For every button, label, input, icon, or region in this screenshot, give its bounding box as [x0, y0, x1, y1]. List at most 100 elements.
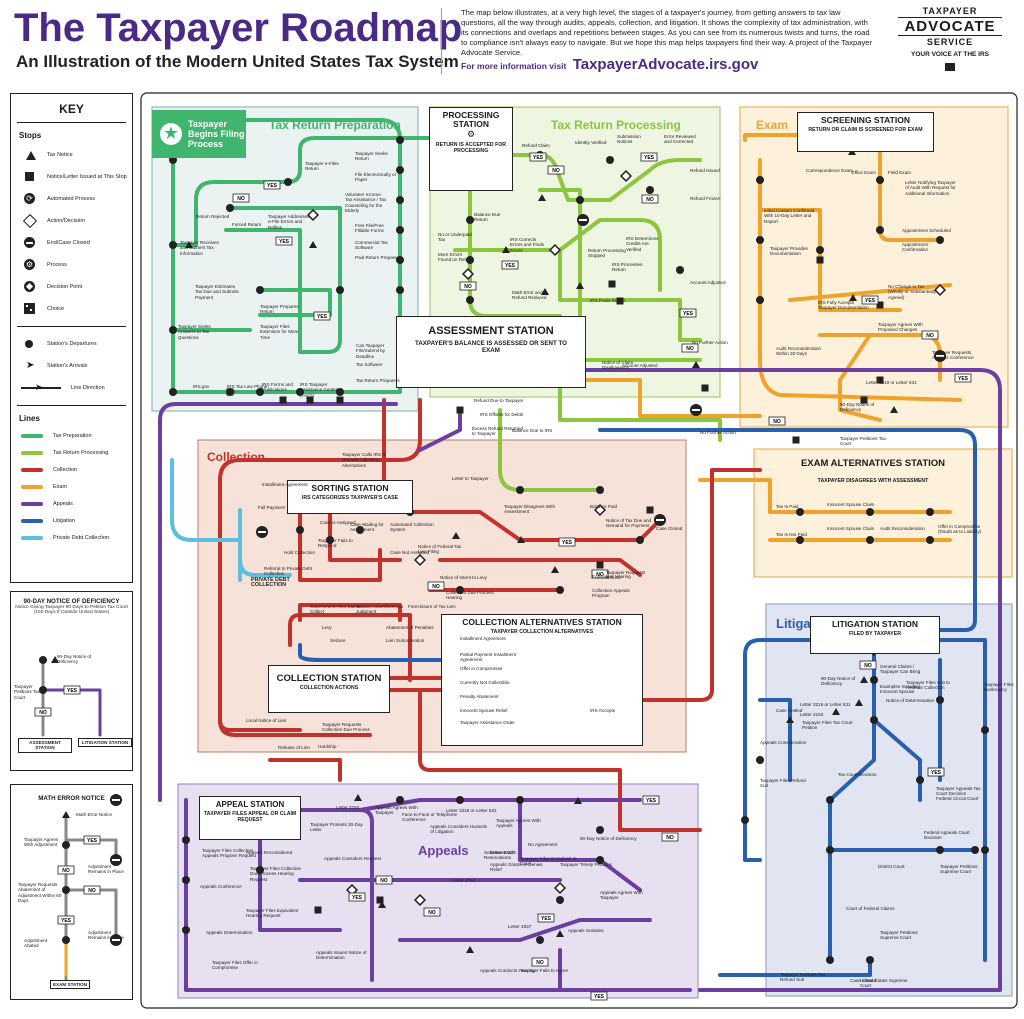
stop-dot: [284, 178, 292, 186]
legend-line-label: Private Debt Collection: [53, 534, 109, 541]
stop-label-prep: Tax Return Preparers: [356, 378, 400, 383]
megaphone-icon: [945, 63, 955, 71]
choice-tag-yes-box: [954, 373, 972, 383]
stop-label-assessment: Case Closed: [656, 526, 683, 531]
exam-line: [584, 378, 762, 418]
stop-dot: [870, 676, 878, 684]
stop-label-collection_alt: Partial Payment Installment Agreement: [460, 652, 516, 663]
stop-label-proc: Account Adjusted: [622, 363, 658, 368]
math-yes-tag-box: [57, 915, 75, 925]
choice-tag-no-box: [859, 660, 877, 670]
notice-letter-stop: [816, 256, 824, 264]
stop-dot: [926, 508, 934, 516]
choice-tag-yes: YES: [683, 311, 694, 317]
choice-tag-yes: YES: [594, 994, 605, 1000]
stop-dot: [636, 536, 644, 544]
tax-notice-stop: [538, 194, 546, 201]
legend-line-item: Tax Return Processing: [21, 444, 132, 461]
stop-label-assessment: Balance Due to IRS: [512, 428, 553, 433]
stop-dot: [256, 866, 264, 874]
collection-alt-station-desc: TAXPAYER COLLECTION ALTERNATIVES: [490, 629, 594, 635]
notice-letter-stop: [226, 388, 234, 396]
mini-panel-label: Taxpayer Agrees With Adjustment: [24, 837, 59, 848]
stop-label-litigation: Taxpayer Petitions Supreme Court: [940, 864, 978, 875]
tax-notice-stop: [786, 716, 794, 723]
stop-dot: [256, 388, 264, 396]
stop-label-collection: Case Waiting for Assignment: [350, 522, 384, 533]
line-swatch: [21, 433, 43, 438]
stop-label-proc: Math Error and Refund Reduced: [512, 290, 547, 301]
choice-tag-no: NO: [596, 572, 604, 578]
stop-label-appeals: Appeals Reconsidered: [246, 850, 293, 855]
stop-label-litigation: Tax Court Decision: [838, 772, 877, 777]
stop-label-exam: Initial Contact Confirmed With 10-Day Le…: [764, 208, 815, 224]
deficiency-no-tag-box: [34, 707, 52, 717]
action-decision-stop: [553, 881, 567, 895]
stop-label-appeals: Settlement With Reservations: [484, 850, 517, 861]
deficiency-no-tag: NO: [39, 710, 47, 716]
litigation-line: [598, 428, 977, 632]
end-case-closed-bar: [112, 859, 120, 861]
stop-label-prep: Forced Return: [232, 222, 262, 227]
exam-line: [758, 158, 962, 402]
choice-tag-yes-box: [529, 152, 547, 162]
legend-stops-heading: Stops: [19, 131, 42, 140]
stop-label-appeals: Taxpayer Agrees With Appeals: [496, 818, 541, 829]
exam-line: [743, 133, 799, 142]
tax-notice-stop: [849, 294, 857, 301]
mini-panel-label: Math Error Notice: [76, 812, 112, 817]
stop-label-litigation: Taxpayer Files Tax Court Petition: [802, 720, 853, 731]
notice-letter-stop: [646, 506, 654, 514]
stop-label-exam: Appointment Confirmation: [902, 242, 929, 253]
stop-dot: [646, 186, 654, 194]
stop-dot: [876, 176, 884, 184]
end-case-closed-bar: [692, 409, 700, 411]
stop-label-proc: No or Underpaid Tax: [438, 232, 472, 243]
stop-label-prep: Taxpayer Estimates Tax Due and Submits P…: [195, 284, 239, 300]
choice-tag-yes-box: [640, 152, 658, 162]
collection-alt-station-name: COLLECTION ALTERNATIVES STATION: [462, 617, 622, 627]
choice-tag-yes: YES: [646, 798, 657, 804]
legend-direction-item: ➤Station's Arrivals: [21, 355, 132, 377]
tax-notice-stop: [855, 699, 863, 706]
stop-dot: [916, 776, 924, 784]
more-info-link[interactable]: TaxpayerAdvocate.irs.gov: [572, 56, 759, 73]
stop-dot: [396, 226, 404, 234]
stop-label-litigation: United States Supreme Court: [860, 978, 908, 989]
collection-line: [418, 688, 702, 832]
choice-icon: [21, 302, 39, 316]
stop-label-litigation: Case Settled: [776, 708, 803, 713]
litigation-line: [758, 698, 792, 782]
legend-divider: [17, 326, 126, 327]
choice-tag-no: NO: [864, 663, 872, 669]
line-swatch: [21, 518, 43, 523]
choice-tag-yes-box: [679, 308, 697, 318]
stop-label-assessment: Excess Refund Returned to Taxpayer: [472, 426, 524, 437]
zone-title-tax-processing: Tax Return Processing: [551, 118, 681, 132]
stop-label-appeals: Letter 3219 or Letter 531: [446, 808, 497, 813]
mini-panel-label: ASSESSMENT STATION: [18, 738, 72, 753]
legend-stop-label: Process: [47, 262, 67, 268]
stop-dot: [226, 204, 234, 212]
line-swatch: [21, 450, 43, 455]
zone-litigation: [765, 603, 1013, 997]
legend-line-label: Tax Return Processing: [53, 449, 109, 456]
exam-alt-station-desc: TAXPAYER DISAGREES WITH ASSESSMENT: [817, 478, 929, 484]
stop-label-litigation: Taxpayer Petitions Supreme Court: [880, 930, 918, 941]
math-error-title: MATH ERROR NOTICE: [38, 795, 105, 802]
end-case-closed-bar: [258, 531, 266, 533]
stop-label-assessment: Letter to Taxpayer: [452, 476, 489, 481]
notice-letter-stop: [279, 396, 287, 404]
exam-alternatives-station: EXAM ALTERNATIVES STATION TAXPAYER DISAG…: [790, 456, 956, 504]
choice-tag-yes-box: [501, 260, 519, 270]
choice-tag-yes-box: [590, 991, 608, 1001]
stop-label-prep: Taxpayer Prepares Return: [260, 304, 299, 315]
stop-label-appeals: Taxpayer Files Equivalent Hearing Reques…: [246, 908, 299, 919]
legend-direction-label: Station's Arrivals: [47, 363, 88, 369]
choice-tag-yes-box: [313, 311, 331, 321]
stop-label-litigation: Taxpayer Appeals Tax Court Decision: [936, 786, 981, 797]
stop-label-collection: Hold Collection: [284, 550, 315, 555]
stop-label-collection: Installment Agreement: [262, 482, 308, 487]
stop-label-litigation: Case Closed: [850, 978, 877, 983]
math-error-panel: MATH ERROR NOTICE: [10, 784, 133, 1000]
